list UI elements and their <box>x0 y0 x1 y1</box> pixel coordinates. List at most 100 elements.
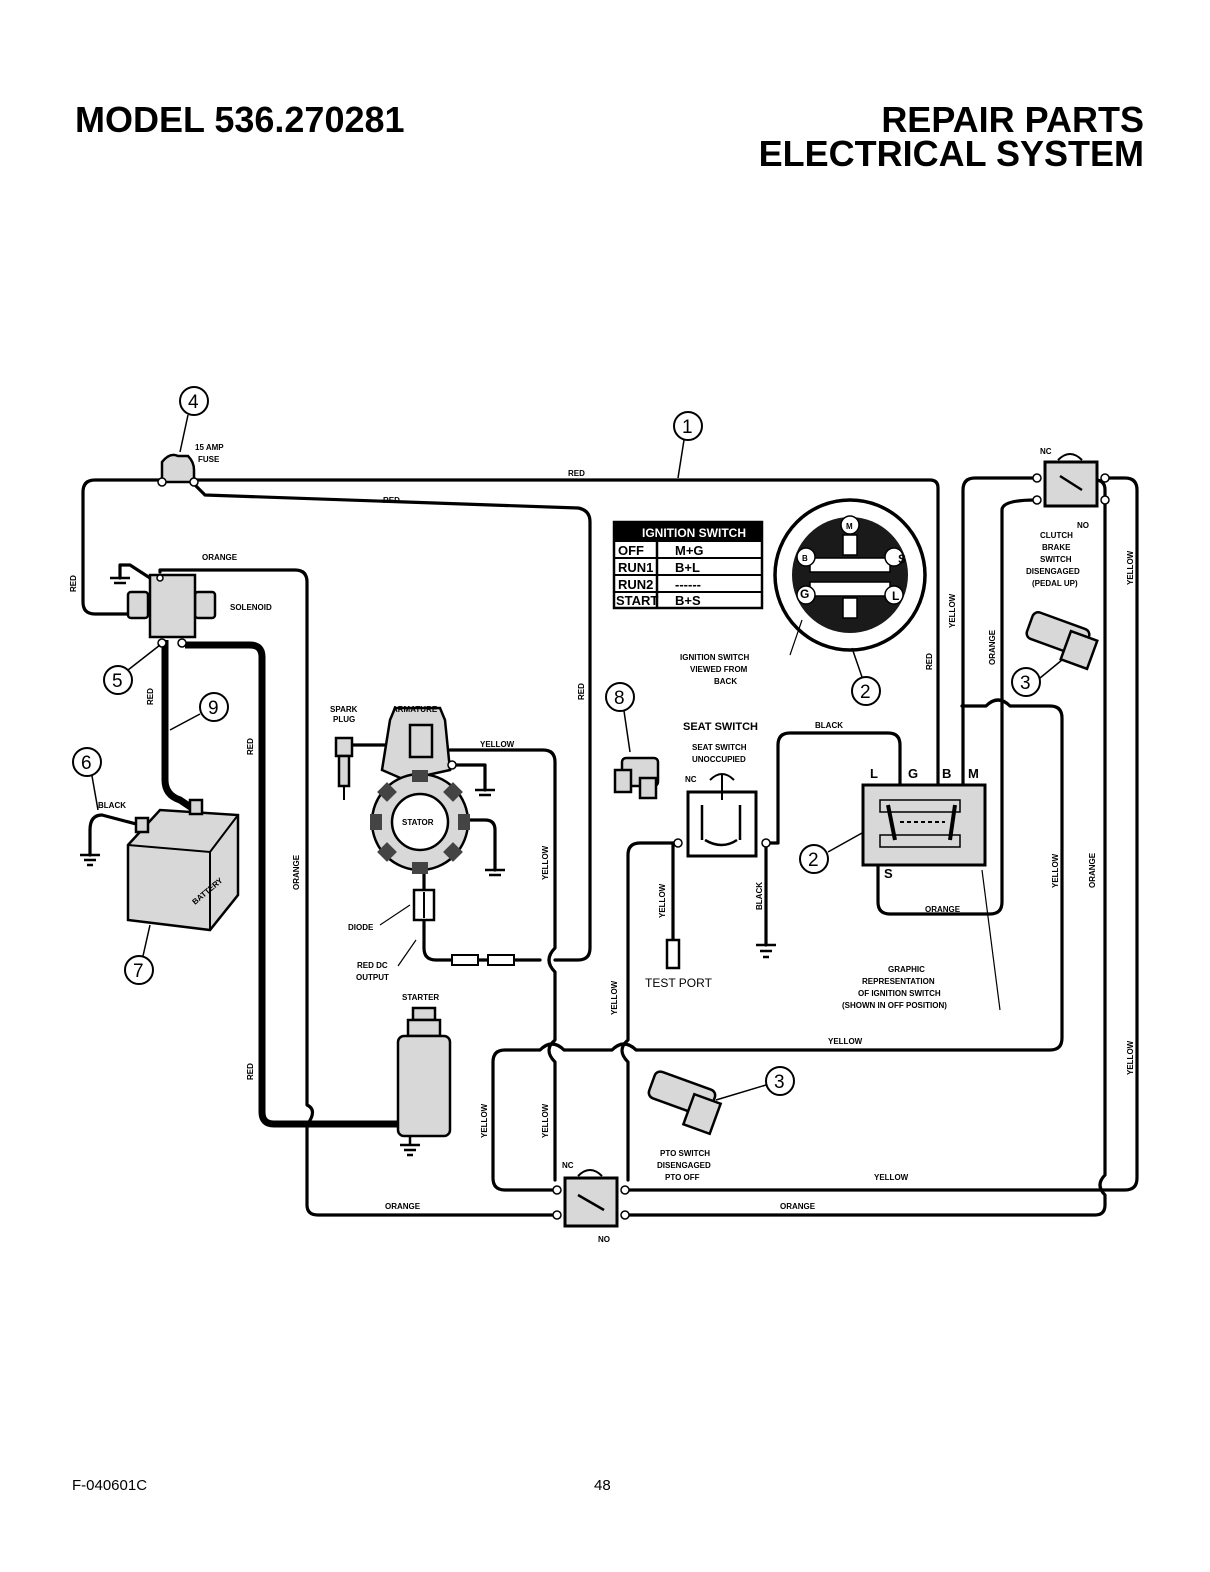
ground-icon <box>485 868 505 877</box>
ignition-table: IGNITION SWITCH OFF M+G RUN1 B+L RUN2 --… <box>612 520 764 610</box>
wire-solenoid-ground <box>118 563 152 580</box>
no-label: NO <box>598 1235 610 1244</box>
ground-icon <box>475 788 495 797</box>
spark-plug-label: SPARK <box>330 705 358 714</box>
spark-plug-label: PLUG <box>333 715 355 724</box>
callout-7: 7 <box>124 924 154 985</box>
svg-text:3: 3 <box>1020 673 1031 694</box>
no-label: NO <box>1077 521 1089 530</box>
seat-switch-sub: UNOCCUPIED <box>692 755 746 764</box>
ignition-row-position: START <box>616 593 658 608</box>
stator-icon: STATOR <box>370 770 470 874</box>
wire-label-red: RED <box>246 1063 255 1080</box>
wire-label-yellow: YELLOW <box>948 593 957 628</box>
ignition-terminal-l: L <box>892 589 899 603</box>
section-title-line1: REPAIR PARTS <box>881 99 1144 140</box>
pto-label: DISENGAGED <box>657 1161 711 1170</box>
wire-label-yellow: YELLOW <box>1051 853 1060 888</box>
seat-switch-part-icon <box>613 756 660 800</box>
fuse-label: FUSE <box>198 455 220 464</box>
ignition-switch-back-view: M B S G L <box>773 498 927 652</box>
wire-label-yellow: YELLOW <box>541 845 550 880</box>
clutch-brake-switch-icon <box>1032 453 1110 508</box>
graphic-label: GRAPHIC <box>888 965 925 974</box>
wire-label-red: RED <box>146 688 155 705</box>
ignition-switch-graphic <box>861 783 987 867</box>
callout-1: 1 <box>673 411 703 479</box>
pto-switch-icon <box>552 1169 630 1228</box>
ignition-graphic-terminal: G <box>908 766 918 781</box>
wire-label-yellow: YELLOW <box>658 883 667 918</box>
callout-6: 6 <box>72 747 102 811</box>
wire-label-yellow: YELLOW <box>610 980 619 1015</box>
red-dc-output-label: OUTPUT <box>356 973 389 982</box>
ignition-graphic-terminal: M <box>968 766 979 781</box>
armature-icon <box>380 706 457 782</box>
ignition-view-label: VIEWED FROM <box>690 665 748 674</box>
seat-switch-label: SEAT SWITCH <box>683 721 758 733</box>
wire-label-yellow: YELLOW <box>828 1037 863 1046</box>
wire-label-orange: ORANGE <box>780 1202 816 1211</box>
wire-label-orange: ORANGE <box>202 553 238 562</box>
cable-battery-solenoid <box>161 640 197 813</box>
wire-label-orange: ORANGE <box>1088 852 1097 888</box>
callout-2: 2 <box>851 647 881 706</box>
wire-label-orange: ORANGE <box>988 629 997 665</box>
wire-label-yellow: YELLOW <box>480 1103 489 1138</box>
clutch-label: SWITCH <box>1040 555 1072 564</box>
ignition-graphic-terminal: B <box>942 766 951 781</box>
callout-3: 3 <box>1011 659 1063 697</box>
wire-label-yellow: YELLOW <box>874 1173 909 1182</box>
wire-label-red: RED <box>577 683 586 700</box>
wire-orange-bottom <box>623 478 1107 1217</box>
wire-ignition-m <box>961 476 1037 787</box>
solenoid-label: SOLENOID <box>230 603 272 612</box>
ignition-terminal-s: S <box>898 552 906 566</box>
ground-icon <box>80 853 100 867</box>
armature-label: ARMATURE <box>392 705 438 714</box>
pto-label: PTO SWITCH <box>660 1149 710 1158</box>
svg-text:8: 8 <box>614 688 625 709</box>
svg-text:3: 3 <box>774 1072 785 1093</box>
leader-line <box>789 619 803 656</box>
wire-yellow-seat <box>620 841 680 1182</box>
ignition-terminal-b: B <box>802 554 808 563</box>
red-dc-output-label: RED DC <box>357 961 388 970</box>
ground-icon <box>756 943 776 959</box>
svg-text:7: 7 <box>133 961 144 982</box>
callout-3: 3 <box>715 1066 795 1101</box>
cable-solenoid-starter <box>185 641 400 1128</box>
clutch-label: DISENGAGED <box>1026 567 1080 576</box>
wire-yellow-pto-right <box>623 476 1139 1192</box>
graphic-label: REPRESENTATION <box>862 977 935 986</box>
wire-label-red: RED <box>69 575 78 592</box>
wire-diode-output <box>422 918 542 962</box>
wire-label-black: BLACK <box>815 721 843 730</box>
spark-plug-icon <box>334 736 354 800</box>
graphic-label: (SHOWN IN OFF POSITION) <box>842 1001 947 1010</box>
wire-red-fuse-ignition <box>193 478 940 787</box>
wire-stator-ground <box>468 818 497 872</box>
graphic-label: OF IGNITION SWITCH <box>858 989 941 998</box>
clutch-switch-part-icon <box>1025 611 1099 671</box>
wire-label-yellow: YELLOW <box>1126 1040 1135 1075</box>
wire-label-orange: ORANGE <box>925 905 961 914</box>
ground-icon <box>110 576 130 585</box>
ignition-graphic-terminal: S <box>884 866 893 881</box>
connector-icon <box>487 954 515 966</box>
ignition-row-position: RUN2 <box>618 577 653 592</box>
wire-label-red: RED <box>383 496 400 505</box>
wire-label-red: RED <box>925 653 934 670</box>
wire-label-orange: ORANGE <box>385 1202 421 1211</box>
ignition-terminal-g: G <box>800 587 809 601</box>
clutch-label: BRAKE <box>1042 543 1071 552</box>
ignition-view-label: BACK <box>714 677 737 686</box>
wire-label-black: BLACK <box>755 882 764 910</box>
clutch-label: (PEDAL UP) <box>1032 579 1078 588</box>
ignition-view-label: IGNITION SWITCH <box>680 653 750 662</box>
wire-battery-ground <box>88 813 142 857</box>
svg-text:5: 5 <box>112 671 123 692</box>
wire-armature-ground <box>453 763 487 792</box>
wire-label-orange: ORANGE <box>292 854 301 890</box>
battery-icon: BATTERY <box>126 798 240 932</box>
